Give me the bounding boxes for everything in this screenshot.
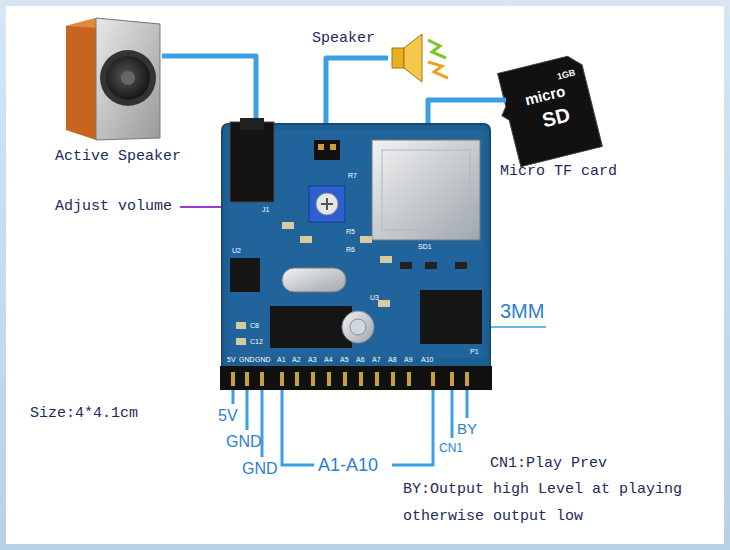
silkscreen-label: SD1 [418, 243, 432, 251]
silkscreen-label: A6 [356, 356, 365, 364]
pin-note: BY:Output high Level at playing otherwis… [403, 476, 703, 530]
silkscreen-label: A9 [404, 356, 413, 364]
silkscreen-label: C8 [250, 322, 259, 330]
silkscreen-label: A8 [388, 356, 397, 364]
silkscreen-label: A2 [292, 356, 301, 364]
callout-text: Micro TF card [500, 163, 617, 180]
silkscreen-label: U3 [370, 294, 379, 302]
pin-name: BY [457, 420, 477, 437]
pin-leaders [233, 390, 467, 465]
pin-name: CN1 [439, 441, 463, 455]
silkscreen-label: P1 [470, 348, 479, 356]
card-print: SD [540, 103, 573, 132]
pin-name: A1-A10 [318, 455, 378, 476]
silkscreen-label: A1 [277, 356, 286, 364]
callout-text: Speaker [312, 30, 375, 47]
silkscreen-label: R5 [346, 228, 355, 236]
pin-name: GND [242, 460, 278, 478]
pin-name: 5V [218, 407, 238, 425]
silkscreen-label: 5V [227, 356, 236, 364]
card-print: 1GB [556, 68, 576, 82]
dimension-label: 3MM [500, 300, 544, 323]
silkscreen-label: R6 [346, 246, 355, 254]
silkscreen-label: U2 [232, 247, 241, 255]
silkscreen-label: A7 [372, 356, 381, 364]
silkscreen-label: GND [239, 356, 255, 364]
ground [6, 6, 724, 544]
silkscreen-label: A10 [421, 356, 433, 364]
speaker-icon [392, 34, 448, 82]
active-speaker-figure [66, 18, 160, 140]
silkscreen-label: R7 [348, 172, 357, 180]
pcb-board [222, 118, 490, 386]
pin-note: CN1:Play Prev [490, 455, 607, 472]
silkscreen-label: J1 [262, 206, 269, 214]
silkscreen-label: C12 [250, 338, 263, 346]
silkscreen-label: GND [255, 356, 271, 364]
micro-sd-card [492, 53, 603, 168]
silkscreen-label: A3 [308, 356, 317, 364]
callout-text: Active Speaker [55, 148, 181, 165]
size-note: Size:4*4.1cm [30, 405, 138, 422]
silkscreen-label: A4 [324, 356, 333, 364]
pin-name: GND [226, 433, 262, 451]
silkscreen-label: A5 [340, 356, 349, 364]
callout-text: Adjust volume [55, 198, 172, 215]
pin-header [220, 366, 492, 390]
